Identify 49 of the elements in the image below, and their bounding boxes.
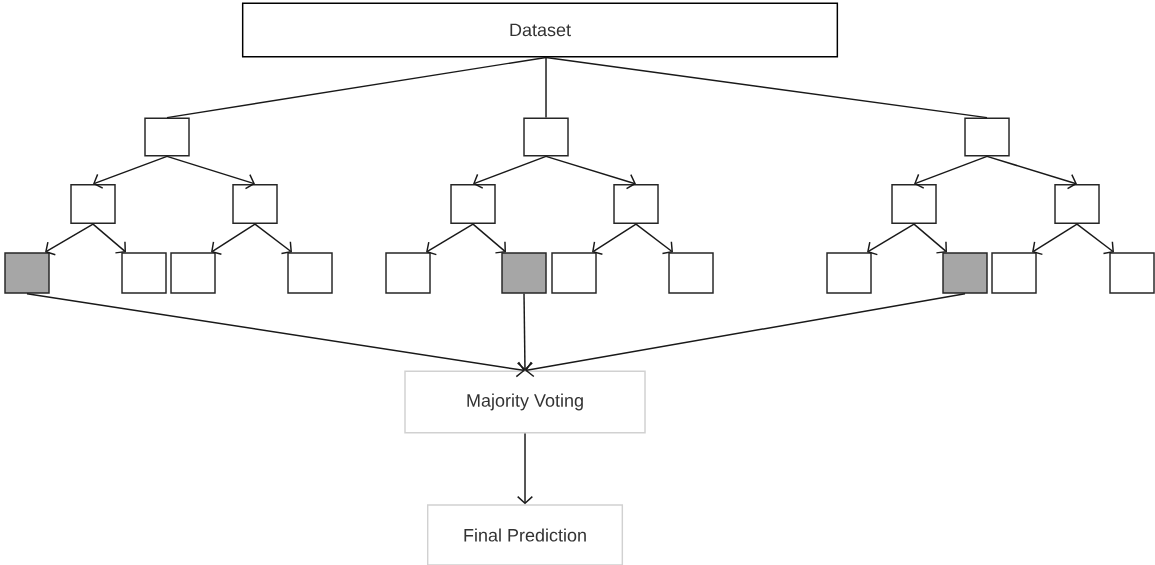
leaf-box (501, 252, 547, 294)
connector-line (545, 56, 547, 119)
tree-node-box (523, 117, 569, 157)
tree-node-box (385, 252, 431, 294)
tree-node-box (891, 183, 937, 225)
arrow (92, 223, 126, 254)
arrow (525, 293, 966, 378)
leaf-box (4, 252, 50, 294)
connector-line (166, 56, 547, 119)
tree-node-box (826, 252, 872, 294)
tree-node-box (450, 183, 496, 225)
tree-node-box (144, 117, 190, 157)
arrow (1076, 223, 1115, 255)
tree-node-box (1109, 252, 1155, 294)
arrow (867, 223, 915, 256)
arrow (45, 223, 94, 256)
arrow (254, 223, 292, 255)
arrow (472, 223, 506, 254)
arrow (914, 155, 988, 189)
arrow (93, 155, 168, 189)
arrow (26, 293, 525, 378)
arrow (635, 223, 673, 255)
tree-node-box (121, 252, 167, 294)
tree-node-box (70, 183, 116, 225)
arrow (545, 155, 636, 190)
process-box: Majority Voting (404, 370, 646, 434)
tree-node-box (613, 183, 659, 225)
arrow (986, 155, 1078, 190)
tree-node-box (991, 252, 1037, 294)
arrow (592, 223, 637, 256)
arrow (516, 432, 534, 505)
arrow (1032, 223, 1078, 256)
tree-node-box (232, 183, 278, 225)
arrow (211, 223, 256, 256)
arrow (913, 223, 947, 254)
tree-node-box (170, 252, 216, 294)
tree-node-box (1054, 183, 1100, 225)
dataset-box: Dataset (241, 2, 839, 58)
tree-node-box (668, 252, 714, 294)
connector-line (545, 56, 988, 119)
tree-node-box (964, 117, 1010, 157)
arrow (473, 155, 547, 189)
arrow (516, 293, 533, 371)
tree-node-box (551, 252, 597, 294)
leaf-box (942, 252, 988, 294)
arrow (166, 155, 255, 190)
arrow (426, 223, 474, 256)
process-box: Final Prediction (426, 504, 624, 565)
tree-node-box (287, 252, 333, 294)
